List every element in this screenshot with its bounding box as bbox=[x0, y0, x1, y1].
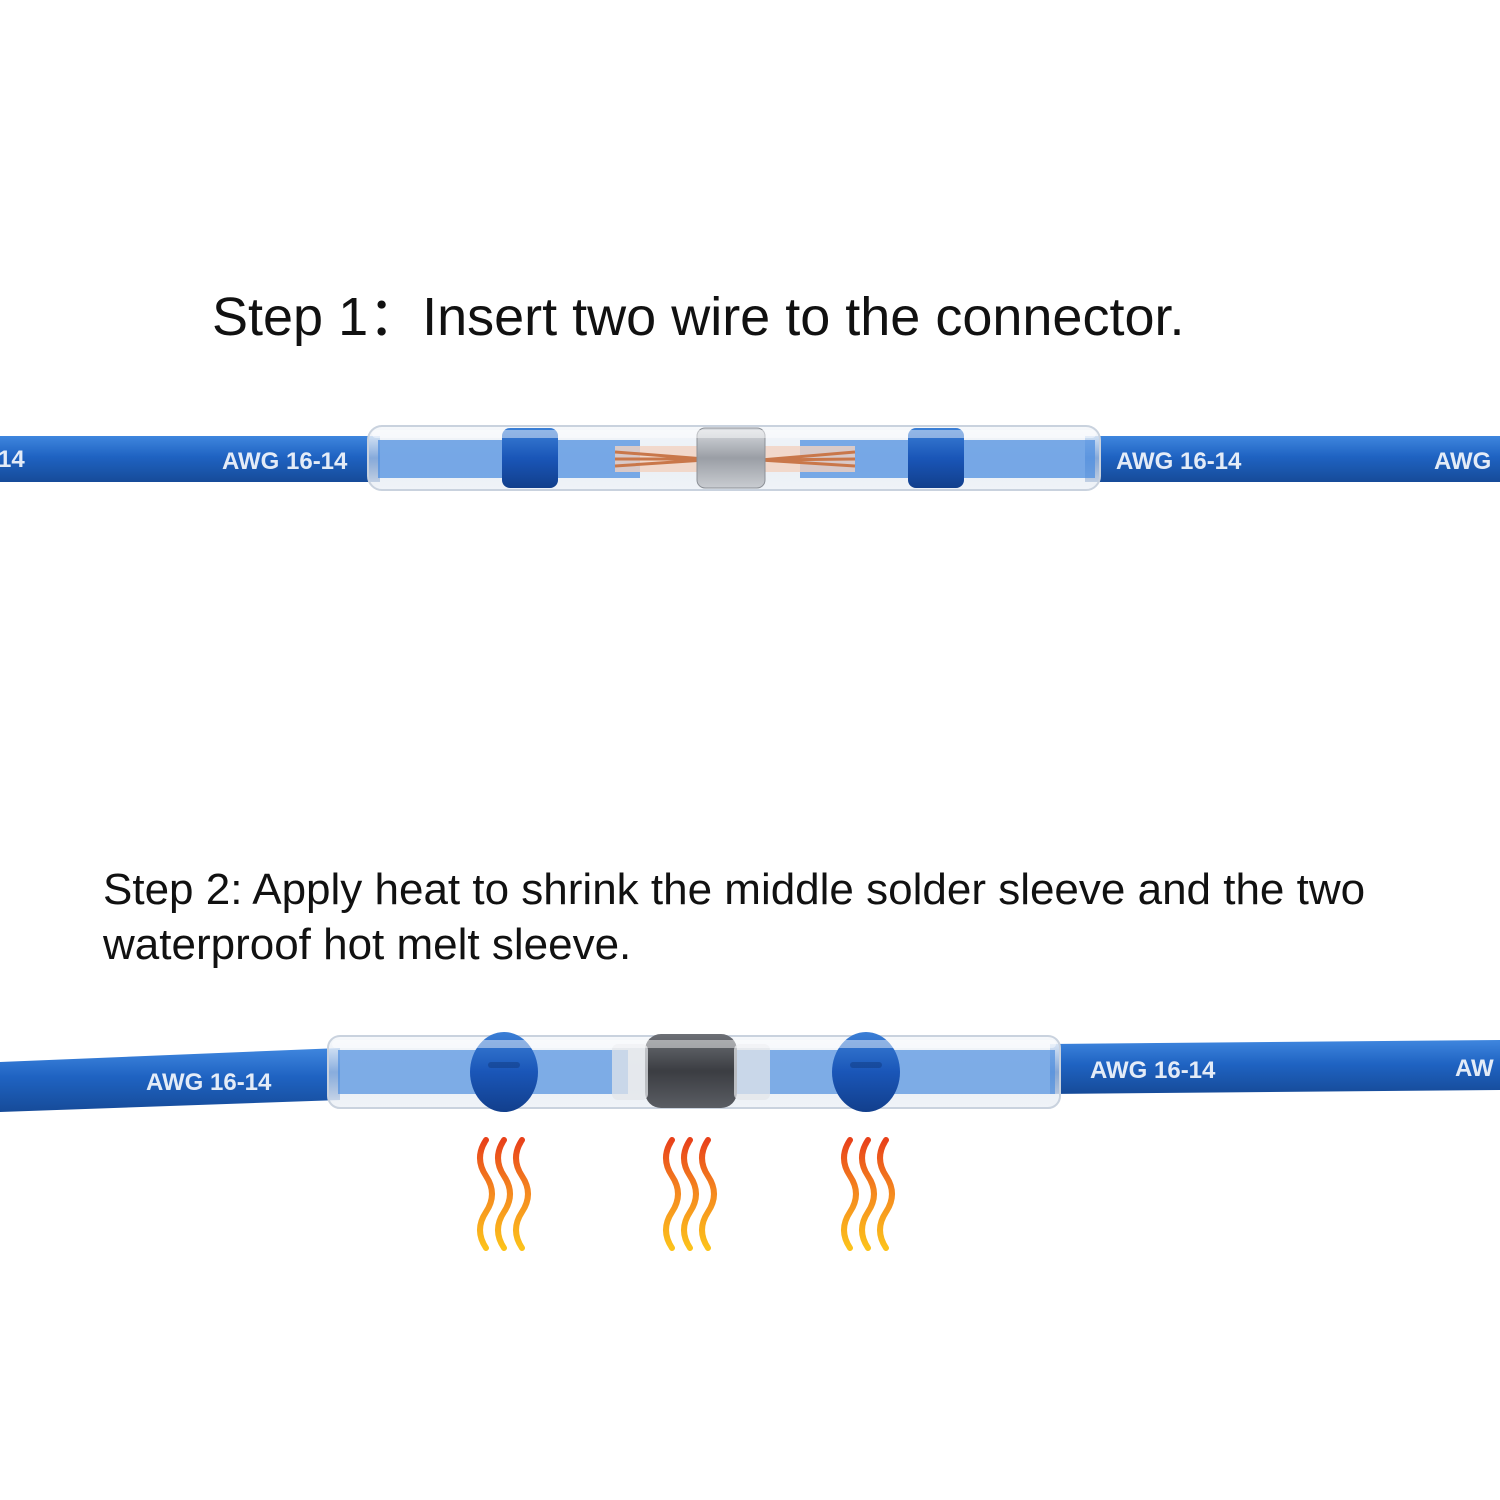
heat-waves-icon bbox=[841, 1137, 895, 1251]
step2-title: Step 2: Apply heat to shrink the middle … bbox=[103, 865, 1366, 969]
step2-wire-right bbox=[1050, 1040, 1500, 1094]
step1-wire-right bbox=[1085, 436, 1500, 482]
step1-solder-sleeve bbox=[696, 427, 766, 489]
step2-wire-assembly: AWG 16-14 AWG 16-14 AW bbox=[0, 1032, 1500, 1112]
step1-title: Step 1：Insert two wire to the connector. bbox=[212, 287, 1185, 347]
step1-wire-left bbox=[0, 436, 380, 482]
step2-wire-left bbox=[0, 1048, 340, 1112]
step1-wire-label-4: AWG bbox=[1434, 448, 1491, 475]
step1-copper-strands bbox=[614, 446, 856, 472]
step2-melt-ring-right bbox=[832, 1032, 900, 1112]
step1-wire-label-2: AWG 16-14 bbox=[222, 448, 348, 475]
step2-solder-sleeve bbox=[645, 1034, 737, 1108]
heat-waves-icon bbox=[477, 1137, 531, 1251]
step1-wire-label-1: 14 bbox=[0, 446, 25, 473]
step1-wire-assembly: 14 AWG 16-14 AWG 16-14 AWG bbox=[0, 425, 1500, 491]
step2-melt-ring-left bbox=[470, 1032, 538, 1112]
step1-wire-label-3: AWG 16-14 bbox=[1116, 448, 1242, 475]
step2-wire-label-1: AWG 16-14 bbox=[146, 1069, 272, 1096]
step1-melt-ring-left bbox=[502, 428, 558, 488]
step1-melt-ring-right bbox=[908, 428, 964, 488]
heat-waves-icon bbox=[663, 1137, 717, 1251]
step2-wire-label-2: AWG 16-14 bbox=[1090, 1057, 1216, 1084]
step2-wire-label-3: AW bbox=[1455, 1055, 1494, 1082]
